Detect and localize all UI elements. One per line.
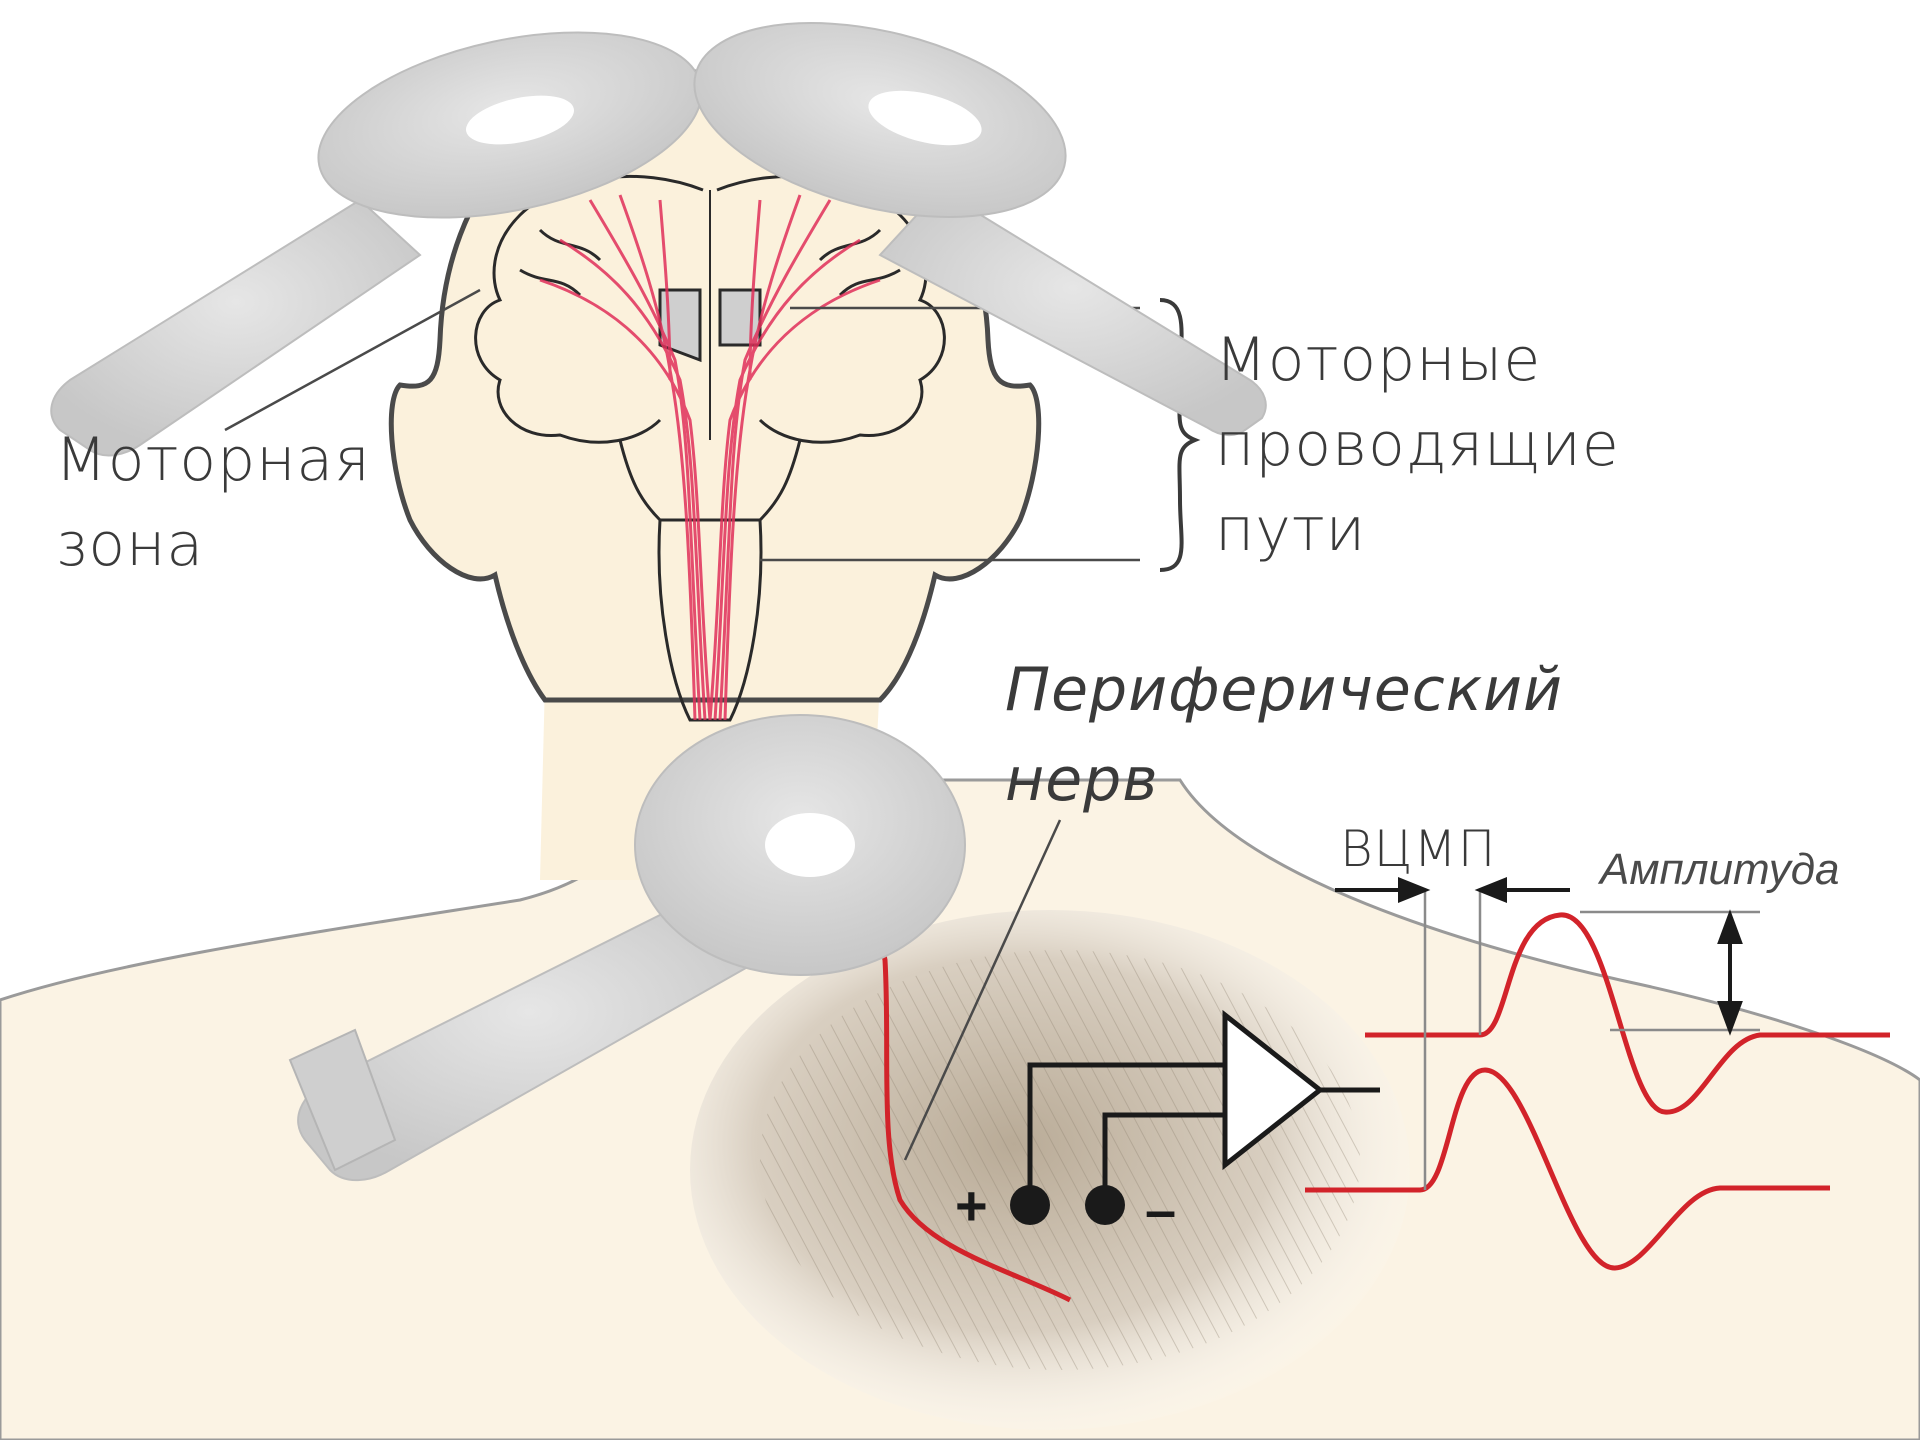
negative-sign: – [1145, 1182, 1176, 1238]
peripheral-nerve-label-line2: нерв [1005, 745, 1159, 815]
motor-zone-label-line2: зона [55, 510, 204, 580]
latency-label: ВЦМП [1340, 820, 1496, 878]
motor-pathways-label-line2: проводящие [1215, 410, 1620, 480]
electrode-negative-icon [1085, 1185, 1125, 1225]
motor-zone-label-line1: Моторная [55, 425, 371, 495]
motor-pathways-label-line1: Моторные [1215, 325, 1541, 395]
electrode-positive-icon [1010, 1185, 1050, 1225]
amplitude-label: Амплитуда [1600, 845, 1840, 895]
motor-pathways-label-line3: пути [1215, 495, 1366, 565]
amplitude-arrow [1720, 915, 1740, 1030]
positive-sign: + [955, 1178, 988, 1234]
muscle-fibers [760, 950, 1360, 1370]
latency-arrows [1335, 880, 1570, 900]
peripheral-nerve-label-line1: Периферический [1005, 655, 1563, 725]
